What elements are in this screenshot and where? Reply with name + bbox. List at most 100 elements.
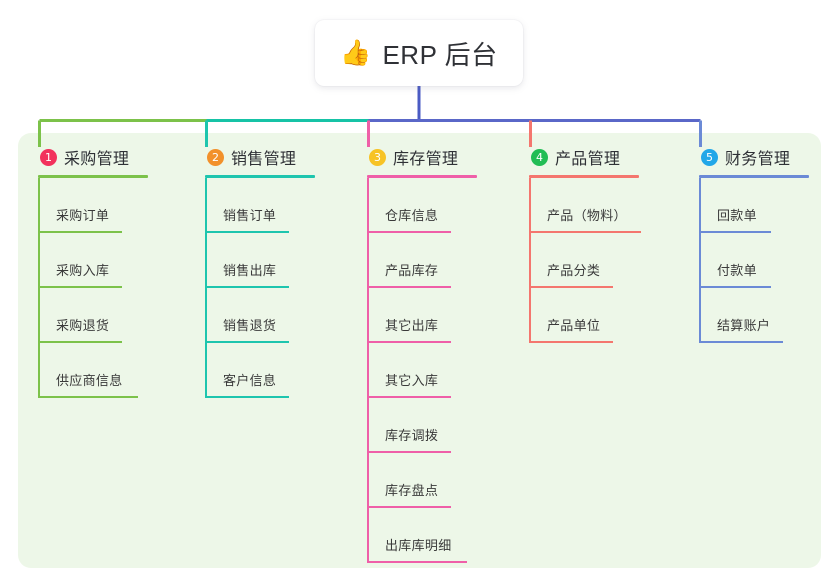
number-badge-icon: 1 (40, 148, 57, 166)
list-item-label: 仓库信息 (385, 208, 439, 223)
list-item-label: 回款单 (717, 208, 757, 223)
list-item[interactable]: 销售订单 (205, 178, 315, 233)
list-item-label: 销售订单 (223, 208, 277, 223)
list-item-label: 产品单位 (547, 318, 601, 333)
column-items: 采购订单采购入库采购退货供应商信息 (38, 178, 148, 398)
list-item[interactable]: 回款单 (699, 178, 809, 233)
column-5: 5 财务管理回款单付款单结算账户 (699, 146, 809, 343)
column-4: 4 产品管理产品（物料） 产品分类产品单位 (529, 146, 641, 343)
list-item-label: 采购订单 (56, 208, 110, 223)
list-item[interactable]: 采购订单 (38, 178, 148, 233)
list-item[interactable]: 仓库信息 (367, 178, 477, 233)
column-trunk-line (529, 178, 531, 343)
diagram-background-panel (18, 133, 821, 568)
list-item-rule (367, 506, 451, 508)
column-items: 产品（物料） 产品分类产品单位 (529, 178, 641, 343)
thumbs-up-icon: 👍 (340, 38, 372, 67)
list-item-rule (38, 286, 122, 288)
list-item-label: 采购退货 (56, 318, 110, 333)
column-2: 2 销售管理销售订单销售出库销售退货客户信息 (205, 146, 315, 398)
list-item-rule (367, 231, 451, 233)
list-item[interactable]: 产品单位 (529, 288, 639, 343)
list-item[interactable]: 供应商信息 (38, 343, 148, 398)
column-items: 销售订单销售出库销售退货客户信息 (205, 178, 315, 398)
column-trunk-line (699, 178, 701, 343)
number-badge-icon: 4 (531, 148, 548, 166)
list-item-rule (699, 231, 771, 233)
list-item-rule (205, 286, 289, 288)
list-item[interactable]: 销售出库 (205, 233, 315, 288)
list-item-label: 销售出库 (223, 263, 277, 278)
column-header-rule (38, 175, 148, 178)
list-item-label: 供应商信息 (56, 373, 123, 388)
list-item-label: 出库库明细 (385, 538, 452, 553)
list-item-rule (38, 396, 138, 398)
column-header-rule (529, 175, 639, 178)
list-item[interactable]: 其它出库 (367, 288, 477, 343)
list-item-label: 产品库存 (385, 263, 439, 278)
list-item-rule (529, 231, 641, 233)
list-item-rule (38, 341, 122, 343)
column-title: 采购管理 (64, 151, 130, 168)
list-item-label: 产品分类 (547, 263, 601, 278)
list-item-rule (699, 341, 783, 343)
list-item-label: 销售退货 (223, 318, 277, 333)
list-item-rule (367, 561, 467, 563)
list-item[interactable]: 结算账户 (699, 288, 809, 343)
column-header-1[interactable]: 1 采购管理 (38, 146, 148, 168)
list-item[interactable]: 出库库明细 (367, 508, 477, 563)
list-item-rule (205, 396, 289, 398)
list-item[interactable]: 采购退货 (38, 288, 148, 343)
column-header-2[interactable]: 2 销售管理 (205, 146, 315, 168)
column-title: 销售管理 (231, 151, 297, 168)
list-item[interactable]: 库存调拨 (367, 398, 477, 453)
list-item-label: 产品（物料） (547, 208, 627, 223)
column-header-rule (367, 175, 477, 178)
column-items: 回款单付款单结算账户 (699, 178, 809, 343)
list-item-rule (699, 286, 771, 288)
list-item-rule (205, 341, 289, 343)
column-title: 库存管理 (393, 151, 459, 168)
column-header-rule (699, 175, 809, 178)
list-item[interactable]: 产品（物料） (529, 178, 641, 233)
column-items: 仓库信息产品库存其它出库其它入库库存调拨库存盘点出库库明细 (367, 178, 477, 563)
column-header-4[interactable]: 4 产品管理 (529, 146, 639, 168)
list-item-rule (367, 286, 451, 288)
list-item[interactable]: 客户信息 (205, 343, 315, 398)
list-item-label: 采购入库 (56, 263, 110, 278)
column-1: 1 采购管理采购订单采购入库采购退货供应商信息 (38, 146, 148, 398)
list-item-label: 库存调拨 (385, 428, 439, 443)
list-item-rule (367, 451, 451, 453)
column-title: 财务管理 (725, 151, 791, 168)
number-badge-icon: 5 (701, 148, 718, 166)
list-item-rule (529, 341, 613, 343)
list-item[interactable]: 销售退货 (205, 288, 315, 343)
list-item-rule (367, 396, 451, 398)
list-item-label: 其它入库 (385, 373, 439, 388)
list-item-rule (205, 231, 289, 233)
column-header-5[interactable]: 5 财务管理 (699, 146, 809, 168)
list-item-label: 结算账户 (717, 318, 771, 333)
root-node-card[interactable]: 👍 ERP 后台 (315, 20, 523, 86)
number-badge-icon: 2 (207, 148, 224, 166)
column-3: 3 库存管理仓库信息产品库存其它出库其它入库库存调拨库存盘点出库库明细 (367, 146, 477, 563)
list-item[interactable]: 付款单 (699, 233, 809, 288)
list-item[interactable]: 产品库存 (367, 233, 477, 288)
list-item-rule (367, 341, 451, 343)
list-item[interactable]: 库存盘点 (367, 453, 477, 508)
column-trunk-line (205, 178, 207, 398)
list-item-rule (38, 231, 122, 233)
list-item[interactable]: 产品分类 (529, 233, 639, 288)
list-item[interactable]: 采购入库 (38, 233, 148, 288)
column-trunk-line (367, 178, 369, 563)
root-node-title: ERP 后台 (382, 39, 498, 70)
column-trunk-line (38, 178, 40, 398)
column-header-3[interactable]: 3 库存管理 (367, 146, 477, 168)
number-badge-icon: 3 (369, 148, 386, 166)
list-item[interactable]: 其它入库 (367, 343, 477, 398)
list-item-label: 其它出库 (385, 318, 439, 333)
list-item-label: 付款单 (717, 263, 757, 278)
column-title: 产品管理 (555, 151, 621, 168)
list-item-label: 库存盘点 (385, 483, 439, 498)
column-header-rule (205, 175, 315, 178)
